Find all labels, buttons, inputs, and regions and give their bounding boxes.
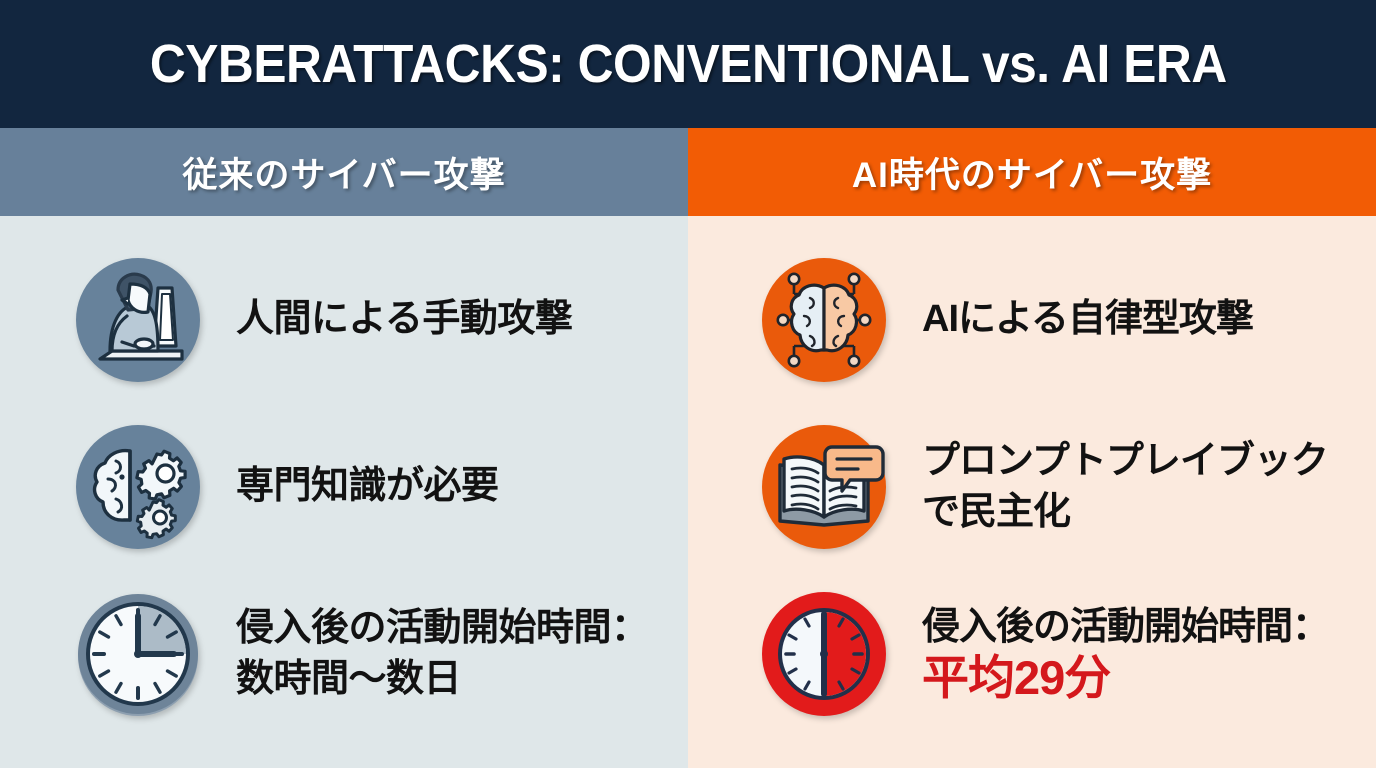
column-header-band: 従来のサイバー攻撃 AI時代のサイバー攻撃 (0, 128, 1376, 216)
column-header-conventional: 従来のサイバー攻撃 (0, 128, 688, 216)
list-item-text: プロンプトプレイブック で民主化 (922, 439, 1329, 533)
list-item-text: 侵入後の活動開始時間： 平均29分 (922, 605, 1330, 705)
list-item-text: 専門知識が必要 (236, 465, 499, 508)
list-item: 侵入後の活動開始時間： 平均29分 (688, 570, 1376, 737)
red-alert-clock-icon (758, 588, 890, 720)
highlight-metric: 平均29分 (922, 651, 1111, 705)
title-band: CYBERATTACKS: CONVENTIONAL vs. AI ERA (0, 0, 1376, 128)
ai-brain-circuit-icon (758, 254, 890, 386)
list-item: AIによる自律型攻撃 (688, 236, 1376, 403)
column-header-ai-era: AI時代のサイバー攻撃 (688, 128, 1376, 216)
playbook-speech-icon (758, 421, 890, 553)
list-item-text: AIによる自律型攻撃 (922, 298, 1254, 341)
list-item: 専門知識が必要 (0, 403, 688, 570)
person-at-computer-icon (72, 254, 204, 386)
list-item-text: 人間による手動攻撃 (236, 298, 573, 341)
page-title: CYBERATTACKS: CONVENTIONAL vs. AI ERA (149, 34, 1227, 94)
list-item-text: 侵入後の活動開始時間： 数時間〜数日 (236, 606, 649, 700)
brain-gears-icon (72, 421, 204, 553)
list-item: 人間による手動攻撃 (0, 236, 688, 403)
comparison-body: 人間による手動攻撃 (0, 216, 1376, 768)
list-item: 侵入後の活動開始時間： 数時間〜数日 (0, 570, 688, 737)
clock-icon (72, 588, 204, 720)
list-item: プロンプトプレイブック で民主化 (688, 403, 1376, 570)
column-conventional: 人間による手動攻撃 (0, 216, 688, 768)
column-ai-era: AIによる自律型攻撃 (688, 216, 1376, 768)
